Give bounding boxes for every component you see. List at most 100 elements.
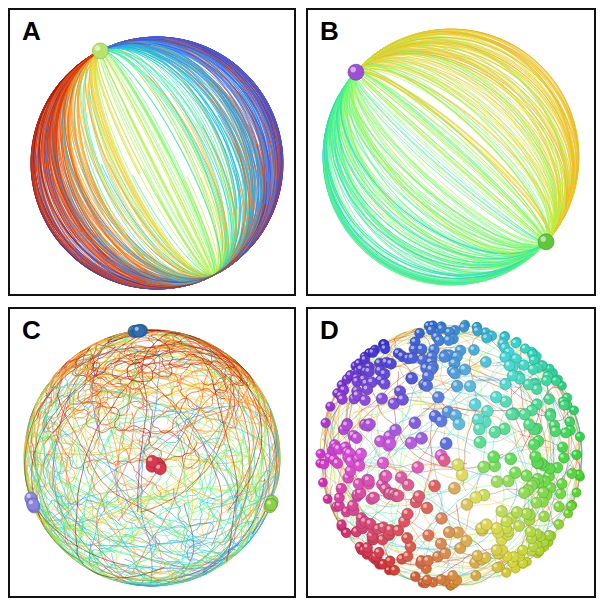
trajectory-line — [100, 45, 237, 209]
marker-ball — [265, 499, 277, 511]
ball-highlight — [394, 492, 398, 496]
marker-ball — [528, 439, 539, 450]
trajectory-line — [130, 406, 280, 508]
trajectory-line — [355, 72, 544, 241]
marker-ball — [525, 526, 536, 537]
ball-highlight — [404, 510, 408, 514]
trajectory-line — [57, 51, 243, 280]
ball-highlight — [508, 410, 512, 414]
ball-highlight — [412, 573, 415, 576]
marker-ball — [491, 476, 503, 488]
trajectory-line — [337, 492, 426, 566]
ball-highlight — [434, 393, 438, 397]
ball-highlight — [551, 422, 555, 426]
marker-ball — [550, 426, 561, 437]
ball-highlight — [434, 553, 438, 557]
marker-ball — [482, 333, 492, 343]
ball-highlight — [343, 530, 346, 533]
ball-highlight — [358, 514, 362, 518]
ball-highlight — [361, 518, 365, 522]
trajectory-line — [324, 327, 451, 441]
trajectory-line — [391, 389, 446, 553]
trajectory-line — [347, 404, 514, 444]
marker-ball — [459, 364, 470, 375]
ball-highlight — [552, 428, 556, 432]
trajectory-line — [464, 435, 549, 581]
ball-highlight — [545, 395, 549, 399]
ball-highlight — [498, 507, 502, 511]
ball-highlight — [135, 327, 139, 331]
trajectory-line — [92, 332, 172, 552]
trajectory-line — [323, 83, 537, 282]
marker-ball — [402, 479, 414, 491]
trajectory-line — [321, 448, 440, 537]
trajectory-line — [326, 93, 525, 276]
ball-highlight — [353, 434, 357, 438]
trajectory-line — [55, 40, 258, 285]
marker-ball — [439, 351, 450, 362]
trajectory-line — [415, 334, 483, 460]
marker-ball — [359, 395, 370, 406]
ball-highlight — [482, 329, 485, 332]
marker-ball — [407, 353, 418, 364]
trajectory-line — [75, 51, 239, 282]
ball-highlight — [387, 557, 391, 561]
ball-highlight — [512, 355, 516, 359]
trajectory-line — [64, 42, 249, 284]
ball-highlight — [367, 520, 371, 524]
trajectory-line — [474, 380, 555, 518]
trajectory-line — [100, 48, 222, 252]
marker-ball — [354, 460, 365, 471]
ball-highlight — [428, 327, 431, 330]
marker-ball — [392, 490, 404, 502]
ball-highlight — [346, 467, 350, 471]
trajectory-line — [368, 55, 553, 237]
ball-highlight — [390, 400, 394, 404]
trajectory-line — [359, 65, 557, 232]
marker-ball — [412, 461, 424, 473]
trajectory-line — [372, 68, 554, 236]
marker-ball — [406, 373, 417, 384]
marker-ball — [443, 526, 454, 537]
trajectory-line — [385, 474, 543, 550]
marker-ball — [376, 393, 387, 404]
trajectory-line — [347, 76, 539, 263]
ball-highlight — [449, 572, 453, 576]
marker-ball — [336, 483, 346, 493]
marker-ball — [146, 455, 158, 467]
ball-highlight — [453, 382, 457, 386]
marker-ball — [402, 533, 413, 544]
ball-highlight — [423, 504, 427, 508]
trajectory-line — [358, 71, 546, 241]
ball-highlight — [493, 477, 497, 481]
marker-ball — [384, 438, 396, 450]
ball-highlight — [451, 369, 455, 373]
trajectory-line — [408, 336, 564, 397]
ball-highlight — [376, 549, 380, 553]
ball-highlight — [411, 419, 415, 423]
ball-highlight — [436, 337, 440, 341]
marker-ball — [559, 400, 569, 410]
trajectory-line — [417, 362, 558, 466]
ball-highlight — [417, 434, 421, 438]
ball-highlight — [29, 500, 33, 504]
ball-highlight — [577, 433, 580, 436]
trajectory-line — [333, 371, 396, 507]
marker-ball — [436, 574, 446, 584]
marker-ball — [490, 391, 501, 402]
ball-highlight — [533, 499, 537, 503]
ball-highlight — [483, 334, 487, 338]
ball-highlight — [482, 358, 486, 362]
marker-ball — [492, 562, 502, 572]
ball-highlight — [423, 382, 427, 386]
marker-ball — [132, 325, 144, 337]
ball-highlight — [415, 492, 419, 496]
ball-highlight — [391, 567, 394, 570]
ball-highlight — [366, 368, 370, 372]
trajectory-line — [440, 464, 556, 530]
trajectory-line — [433, 348, 525, 452]
trajectory-line — [527, 356, 578, 503]
panel-a-art — [31, 37, 283, 289]
ball-highlight — [338, 485, 342, 489]
ball-highlight — [472, 493, 476, 497]
